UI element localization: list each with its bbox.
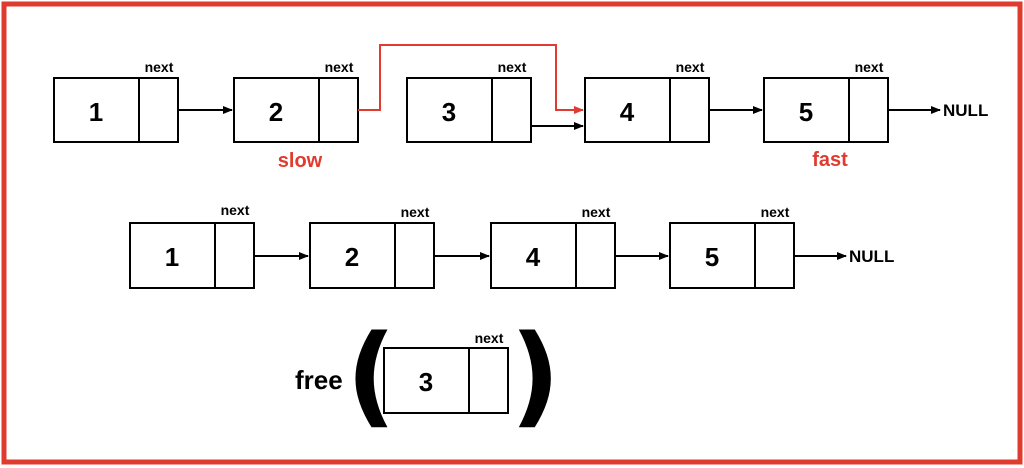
freed-node: 3 next [383, 330, 509, 414]
node-value: 5 [799, 97, 813, 127]
row1-node-5: 5 next [763, 59, 889, 143]
row1-node-4: 4 next [584, 59, 710, 143]
null-label: NULL [849, 247, 894, 266]
row2-node-2: 2 next [309, 204, 435, 289]
row1-node-3: 3 next [406, 59, 532, 143]
next-label: next [676, 59, 705, 75]
arrow-2-to-4-red [358, 44, 584, 114]
close-paren: ) [510, 311, 560, 439]
node-value: 4 [620, 97, 635, 127]
next-label: next [475, 330, 504, 346]
free-call: free ( 3 next ) [295, 311, 560, 439]
node-value: 2 [269, 97, 283, 127]
node-value: 2 [345, 242, 359, 272]
node-value: 4 [526, 242, 541, 272]
next-label: next [855, 59, 884, 75]
fast-pointer-label: fast [812, 149, 848, 171]
node-value: 3 [442, 97, 456, 127]
next-label: next [582, 204, 611, 220]
next-label: next [145, 59, 174, 75]
node-value: 1 [89, 97, 103, 127]
row2-node-3: 4 next [490, 204, 616, 289]
free-label: free [295, 365, 343, 395]
row1-node-2: 2 next [233, 59, 359, 143]
row2-list: 1 next 2 next 4 next 5 next NULL [129, 202, 894, 289]
row1-list: 1 next 2 next 3 next 4 next 5 [53, 44, 988, 172]
node-value: 5 [705, 242, 719, 272]
next-label: next [498, 59, 527, 75]
row2-node-4: 5 next [669, 204, 795, 289]
node-value: 3 [419, 367, 433, 397]
slow-pointer-label: slow [278, 150, 323, 172]
next-label: next [401, 204, 430, 220]
next-label: next [221, 202, 250, 218]
next-label: next [325, 59, 354, 75]
next-label: next [761, 204, 790, 220]
row1-node-1: 1 next [53, 59, 179, 143]
null-label: NULL [943, 101, 988, 120]
row2-node-1: 1 next [129, 202, 255, 289]
node-value: 1 [165, 242, 179, 272]
